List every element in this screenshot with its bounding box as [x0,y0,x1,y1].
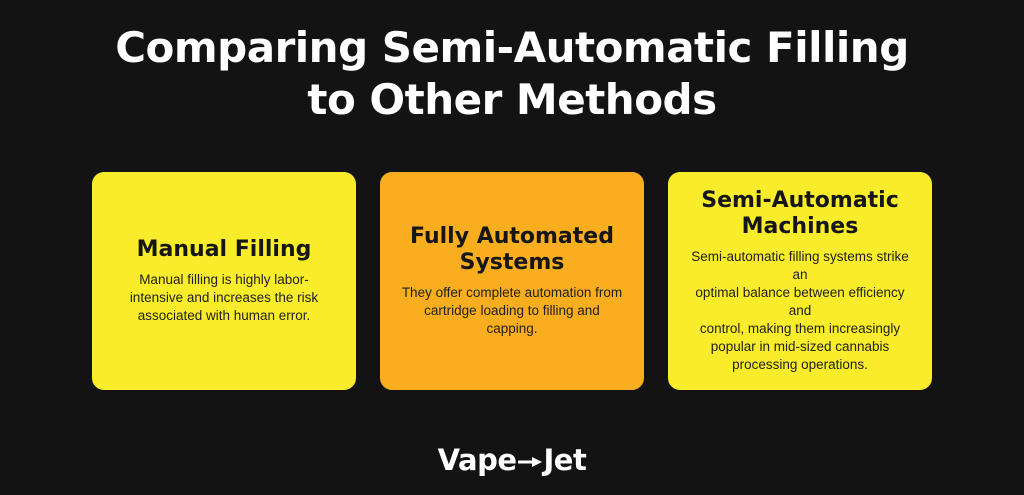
arrow-icon [517,457,542,467]
card-title-line: Fully Automated [410,224,614,249]
card-title-line: Manual Filling [136,237,312,262]
logo-text-vape: Vape [437,443,517,477]
card-title-line: Semi-Automatic [701,188,899,213]
vapejet-logo: Vape Jet [0,443,1024,477]
card-title: Semi-Automatic Machines [701,188,899,240]
card-description: Semi-automatic filling systems strike an… [684,248,916,374]
card-text-line: Manual filling is highly labor- [139,272,309,287]
card-manual-filling: Manual Filling Manual filling is highly … [92,172,356,390]
card-fully-automated-systems: Fully Automated Systems They offer compl… [380,172,644,390]
card-text-line: processing operations. [732,357,868,372]
card-text-line: associated with human error. [137,308,311,323]
card-text-line: cartridge loading to filling and [424,303,600,318]
card-text-line: Semi-automatic filling systems strike an [691,249,909,282]
card-semi-automatic-machines: Semi-Automatic Machines Semi-automatic f… [668,172,932,390]
card-text-line: capping. [486,321,538,336]
card-text-line: They offer complete automation from [401,285,623,300]
card-title-line: Machines [741,214,859,239]
card-text-line: popular in mid-sized cannabis [710,339,890,354]
card-text-line: optimal balance between efficiency and [695,285,905,318]
card-text-line: control, making them increasingly [699,321,901,336]
card-title-line: Systems [459,250,565,275]
card-title: Manual Filling [137,237,312,263]
card-text-line: intensive and increases the risk [129,290,319,305]
card-title: Fully Automated Systems [410,224,614,276]
logo-text-jet: Jet [543,443,587,477]
page-title: Comparing Semi-Automatic Filling to Othe… [0,22,1024,126]
page-title-line-2: to Other Methods [307,75,717,124]
page-title-line-1: Comparing Semi-Automatic Filling [115,23,909,72]
card-description: They offer complete automation from cart… [402,284,622,338]
card-description: Manual filling is highly labor- intensiv… [130,271,318,325]
